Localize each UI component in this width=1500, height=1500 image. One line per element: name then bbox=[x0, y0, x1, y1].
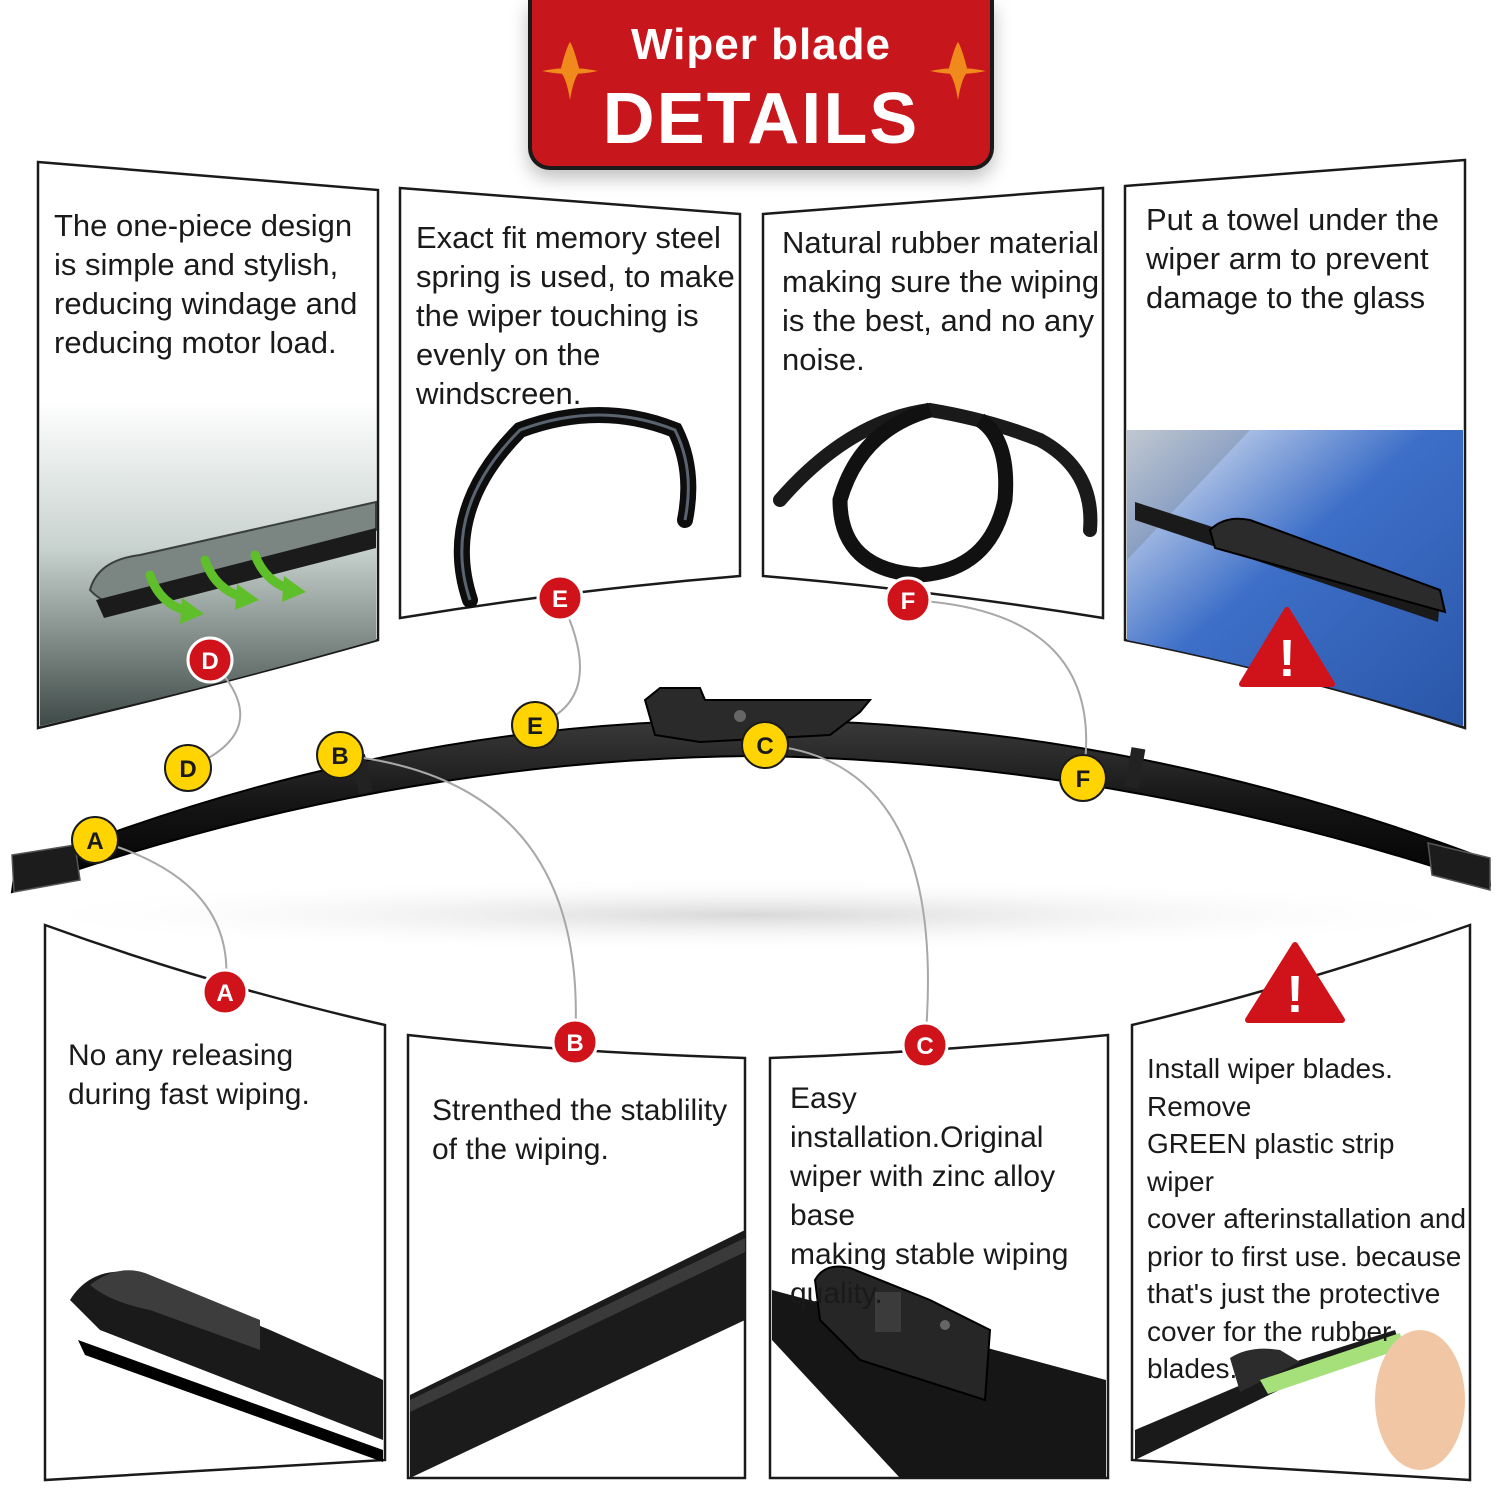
marker-red-b: B bbox=[551, 1018, 599, 1066]
svg-text:B: B bbox=[331, 743, 348, 770]
svg-text:A: A bbox=[216, 980, 233, 1007]
hand-image bbox=[1375, 1330, 1465, 1470]
svg-text:!: ! bbox=[1286, 966, 1303, 1024]
panel-warning-top-frame bbox=[1123, 158, 1467, 730]
green-strip-image bbox=[1135, 1330, 1465, 1470]
svg-text:C: C bbox=[756, 733, 773, 760]
svg-text:F: F bbox=[901, 588, 916, 615]
panel-b-text: Strenthed the stablility of the wiping. bbox=[432, 1094, 728, 1166]
panel-f-text: Natural rubber material making sure the … bbox=[782, 225, 1100, 377]
panel-warning-bottom-frame bbox=[1130, 923, 1472, 1482]
svg-text:E: E bbox=[527, 713, 543, 740]
wiper-blade-image bbox=[10, 687, 1492, 894]
panel-e-text: Exact fit memory steel spring is used, t… bbox=[416, 220, 735, 411]
marker-red-a: A bbox=[201, 968, 249, 1016]
warning-triangle-icon: ! bbox=[1245, 942, 1345, 1024]
svg-text:D: D bbox=[201, 648, 218, 675]
header-title: DETAILS bbox=[602, 79, 920, 159]
svg-text:C: C bbox=[916, 1033, 933, 1060]
panel-c-frame bbox=[768, 1033, 1110, 1480]
panel-d-frame bbox=[36, 160, 380, 730]
marker-yellow-a: A bbox=[71, 816, 119, 864]
marker-yellow-e: E bbox=[511, 701, 559, 749]
marker-yellow-c: C bbox=[741, 721, 789, 769]
svg-text:F: F bbox=[1076, 766, 1091, 793]
panel-f-frame bbox=[761, 186, 1105, 620]
svg-text:A: A bbox=[86, 828, 103, 855]
blade-spoiler-image bbox=[410, 1230, 745, 1478]
sparkle-icon bbox=[930, 42, 986, 100]
marker-yellow-f: F bbox=[1059, 754, 1107, 802]
svg-text:D: D bbox=[179, 756, 196, 783]
panel-a-frame bbox=[43, 923, 387, 1482]
svg-text:!: ! bbox=[1278, 630, 1295, 688]
svg-text:E: E bbox=[552, 586, 568, 613]
blade-shadow bbox=[0, 877, 1500, 953]
header-subtitle: Wiper blade bbox=[631, 20, 891, 69]
marker-red-c: C bbox=[901, 1021, 949, 1069]
marker-red-d: D bbox=[186, 636, 234, 684]
marker-red-e: E bbox=[536, 574, 584, 622]
svg-text:B: B bbox=[566, 1030, 583, 1057]
panel-b-frame bbox=[406, 1033, 747, 1480]
panel-a-text: No any releasing during fast wiping. bbox=[68, 1039, 310, 1111]
warning-triangle-icon: ! bbox=[1239, 607, 1335, 688]
marker-yellow-d: D bbox=[164, 744, 212, 792]
panel-d-text: The one-piece design is simple and styli… bbox=[54, 208, 358, 360]
marker-yellow-b: B bbox=[316, 731, 364, 779]
panel-c-text: Easy installation.Original wiper with zi… bbox=[790, 1082, 1069, 1310]
blade-end-image bbox=[70, 1270, 383, 1462]
rubber-strip-image bbox=[773, 402, 1098, 583]
sparkle-icon bbox=[542, 42, 598, 100]
steel-spring-image bbox=[453, 407, 697, 608]
panel-e-frame bbox=[398, 186, 742, 620]
header-banner: Wiper blade DETAILS bbox=[528, 0, 994, 170]
panel-warning-top-text: Put a towel under the wiper arm to preve… bbox=[1146, 202, 1439, 315]
panel-warning-bottom-text: Install wiper blades. Remove GREEN plast… bbox=[1147, 1053, 1467, 1384]
marker-red-f: F bbox=[884, 576, 932, 624]
blade-connector-image bbox=[772, 1265, 1106, 1478]
